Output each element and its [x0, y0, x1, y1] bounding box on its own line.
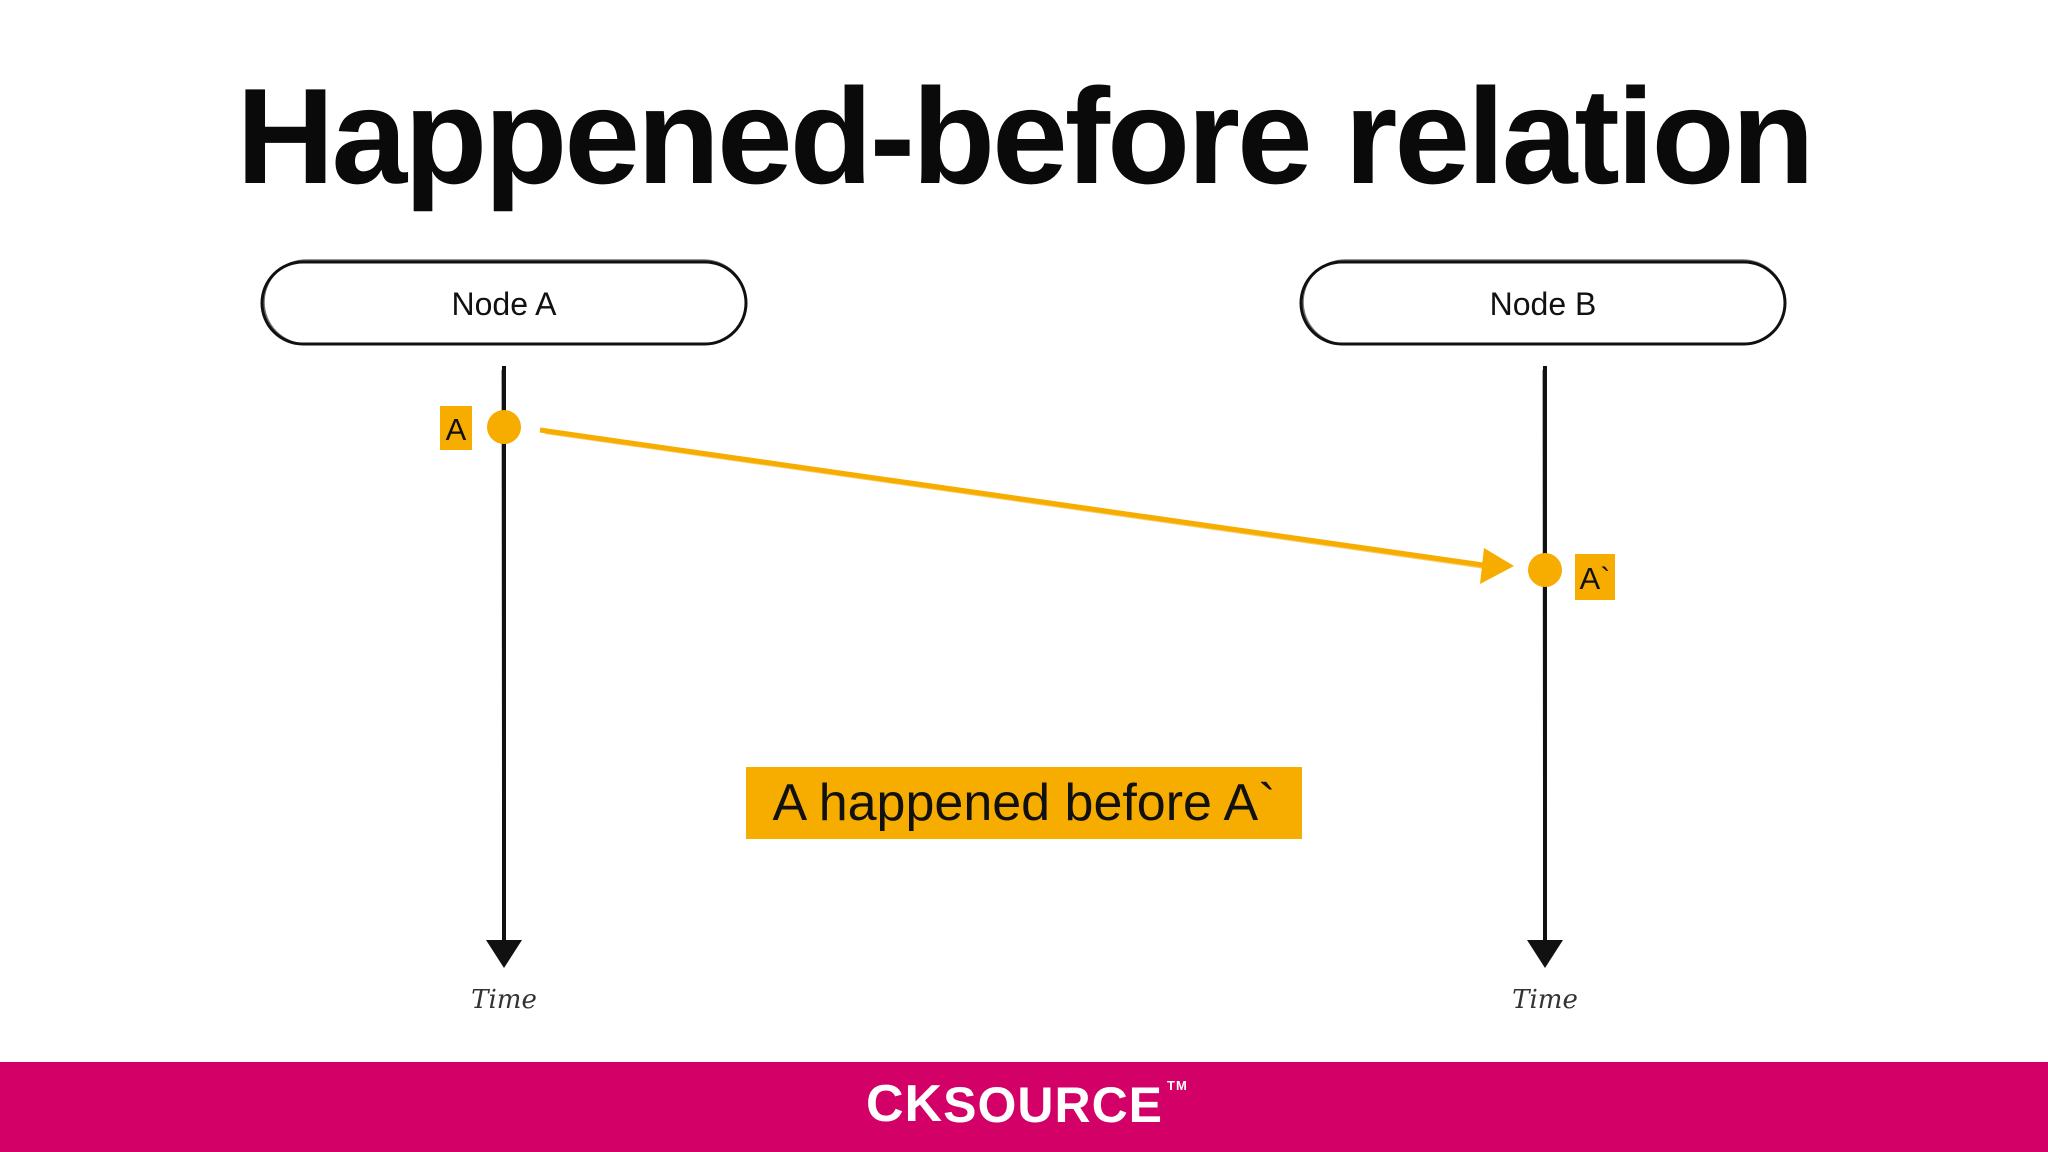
event-a-label: A	[446, 412, 467, 447]
event-a-label-box	[440, 406, 472, 450]
node-b-header: Node B	[1299, 259, 1787, 346]
logo-source-text: SOURCE	[943, 1077, 1164, 1133]
sequence-diagram: Node A Node B Time Time	[260, 259, 1787, 1015]
message-arrow	[539, 427, 1514, 584]
node-a-header: Node A	[260, 259, 748, 346]
logo-ck-text: CK	[866, 1075, 944, 1133]
event-a-prime-label-box	[1575, 554, 1615, 600]
logo-trademark: TM	[1167, 1078, 1188, 1093]
time-label-a: Time	[471, 985, 537, 1015]
time-arrowhead-a	[486, 940, 522, 968]
node-a-label: Node A	[452, 286, 558, 322]
event-a-prime-label: A`	[1580, 561, 1611, 596]
event-a-prime-dot	[1528, 553, 1562, 587]
time-arrowhead-b	[1527, 940, 1563, 968]
slide-title: Happened-before relation	[236, 60, 1814, 212]
event-a: A	[440, 406, 521, 450]
message-arrowhead	[1480, 548, 1514, 584]
time-label-b: Time	[1512, 985, 1578, 1015]
event-a-prime: A`	[1528, 553, 1615, 600]
cksource-logo: CK SOURCE TM	[866, 1075, 1188, 1134]
footer-bar: CK SOURCE TM	[0, 1062, 2048, 1152]
node-b-label: Node B	[1490, 286, 1597, 322]
timeline-node-a: Time	[471, 366, 537, 1015]
event-a-dot	[487, 410, 521, 444]
caption-highlight: A happened before A`	[746, 767, 1302, 839]
timeline-node-b: Time	[1512, 366, 1578, 1015]
